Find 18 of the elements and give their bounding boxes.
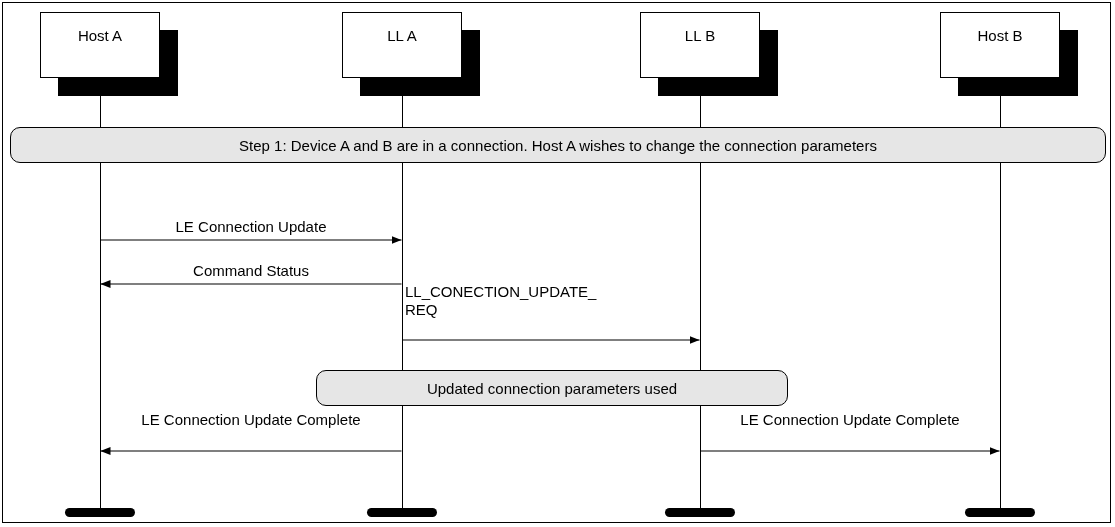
message-arrow — [99, 236, 403, 244]
lifeline-end-bar — [367, 508, 437, 517]
lifeline — [99, 96, 101, 508]
message-label: LL_CONECTION_UPDATE_ REQ — [405, 283, 598, 319]
lifeline — [999, 96, 1001, 508]
message-arrow — [699, 447, 1001, 455]
step-band: Updated connection parameters used — [316, 370, 788, 406]
message-label: LE Connection Update — [174, 218, 328, 236]
lifeline-end-bar — [65, 508, 135, 517]
message-label: LE Connection Update Complete — [739, 411, 961, 429]
step-band: Step 1: Device A and B are in a connection. Host A wishes to change the connection parameters — [10, 127, 1106, 163]
message-label: LE Connection Update Complete — [140, 411, 362, 429]
message-arrow — [99, 280, 403, 288]
message-arrow — [401, 336, 701, 344]
lifeline-end-bar — [665, 508, 735, 517]
message-label: Command Status — [192, 262, 310, 280]
message-arrow — [99, 447, 403, 455]
lifeline-end-bar — [965, 508, 1035, 517]
